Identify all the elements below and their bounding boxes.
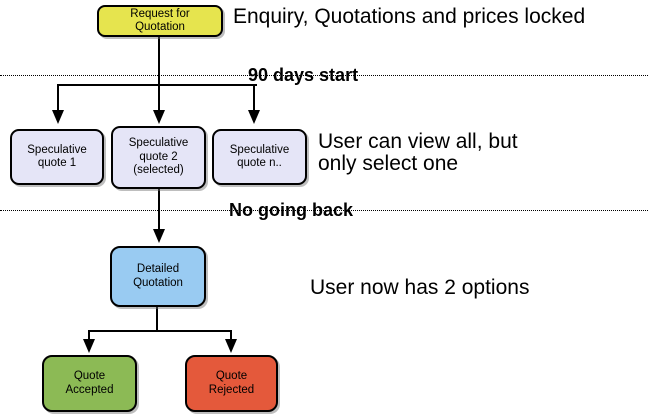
connector-branch-quoten — [253, 84, 255, 111]
connector-branch-bar-top — [57, 84, 257, 86]
node-label-line: Quote — [215, 370, 248, 382]
arrowhead-down-icon — [153, 110, 165, 124]
connector-branch-quote1 — [57, 84, 59, 111]
node-label-line: Request for — [130, 7, 190, 20]
connector-branch-quote2 — [158, 84, 160, 111]
connector-branch-bar-bottom — [88, 330, 232, 332]
node-label-line: Accepted — [65, 383, 114, 396]
annotation-no-going-back: No going back — [229, 200, 354, 220]
node-quote-accepted: Quote Accepted — [42, 355, 137, 412]
node-speculative-quote-2: Speculative quote 2 (selected) — [111, 126, 206, 189]
arrowhead-down-icon — [225, 339, 237, 353]
arrowhead-down-icon — [52, 110, 64, 124]
connector-branch-rejected — [230, 330, 232, 341]
annotation-line: only select one — [318, 151, 459, 175]
node-label-line: Speculative — [27, 143, 87, 156]
annotation-90-days-start: 90 days start — [248, 65, 359, 85]
annotation-line: User can view all, but — [318, 130, 518, 153]
phase-separator-line-1 — [0, 75, 648, 76]
node-speculative-quote-1: Speculative quote 1 — [10, 129, 104, 185]
arrowhead-down-icon — [83, 339, 95, 353]
arrowhead-down-icon — [248, 110, 260, 124]
connector-detailed-stem — [156, 307, 158, 332]
node-label-line: quote 1 — [37, 157, 77, 169]
node-label-line: Quotation — [133, 276, 183, 289]
node-label-line: quote n.. — [237, 157, 282, 169]
node-label-line: Speculative — [229, 143, 290, 156]
annotation-enquiry: Enquiry, Quotations and prices locked — [233, 5, 586, 28]
node-label-line: Detailed — [136, 263, 180, 275]
connector-selected-stem — [158, 188, 160, 230]
connector-branch-accepted — [88, 330, 90, 341]
node-label-line: quote 2 — [139, 150, 178, 163]
node-speculative-quote-n: Speculative quote n.. — [212, 129, 307, 185]
connector-request-stem — [158, 37, 160, 84]
node-label-line: (selected) — [133, 164, 184, 177]
arrowhead-down-icon — [153, 229, 165, 243]
phase-separator-line-2 — [0, 210, 648, 211]
node-request-for-quotation: Request for Quotation — [97, 5, 223, 37]
node-detailed-quotation: Detailed Quotation — [110, 246, 206, 307]
node-label-line: Quote — [73, 370, 106, 382]
annotation-user-can-view: User can view all, but only select one — [318, 131, 518, 174]
node-label-line: Rejected — [208, 383, 255, 396]
node-label-line: Speculative — [128, 137, 189, 150]
annotation-user-2-options: User now has 2 options — [310, 276, 530, 299]
node-quote-rejected: Quote Rejected — [185, 355, 278, 412]
node-label-line: Quotation — [135, 21, 185, 33]
